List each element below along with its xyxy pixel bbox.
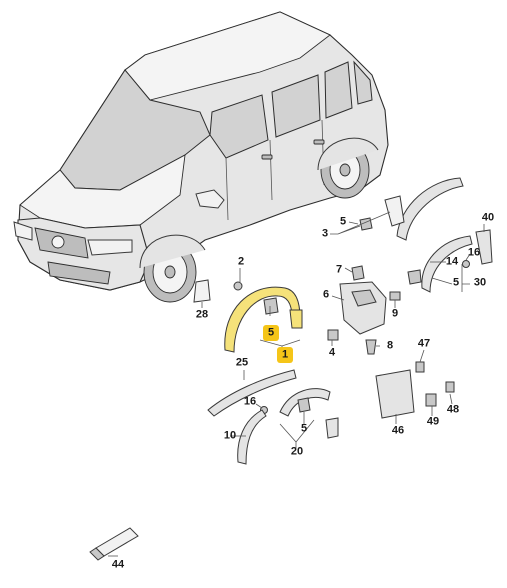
callout-1: 1: [281, 348, 289, 361]
callout-14: 14: [445, 255, 459, 268]
callout-9: 9: [391, 307, 399, 320]
callout-4: 4: [328, 346, 336, 359]
rear-lower-arch-trim: [279, 388, 331, 417]
clip-part: [297, 397, 311, 413]
callout-10: 10: [223, 429, 237, 442]
callout-20: 20: [290, 445, 304, 458]
clip-part: [263, 297, 279, 315]
callout-49: 49: [426, 415, 440, 428]
screw-part: [389, 291, 401, 301]
callout-30: 30: [473, 276, 487, 289]
highlight-badge: [263, 325, 279, 341]
vehicle-illustration: [13, 11, 389, 303]
callout-16: 16: [467, 246, 481, 259]
splash-shield-panel: [339, 281, 387, 335]
clip-part: [462, 260, 470, 268]
callout-3: 3: [321, 227, 329, 240]
callout-25: 25: [235, 356, 249, 369]
screw-part: [445, 381, 455, 393]
callout-5: 5: [452, 276, 460, 289]
callout-5: 5: [339, 215, 347, 228]
callout-5: 5: [267, 326, 275, 339]
lower-arch-trim: [237, 409, 267, 465]
mud-flap: [375, 369, 415, 419]
rear-arch-lower-trim: [421, 235, 473, 293]
callout-5: 5: [300, 422, 308, 435]
wheel-arch-trim-end: [289, 309, 303, 329]
highlight-badge: [277, 347, 293, 363]
callout-28: 28: [195, 308, 209, 321]
adhesive-tube: [95, 527, 139, 557]
rear-arch-trim: [396, 177, 464, 241]
callout-44: 44: [111, 558, 125, 571]
callout-47: 47: [417, 337, 431, 350]
clip-part: [233, 281, 243, 291]
trim-end-piece: [475, 229, 493, 265]
panel-detail: [351, 289, 377, 307]
callout-40: 40: [481, 211, 495, 224]
screw-part: [327, 329, 339, 341]
callout-6: 6: [322, 288, 330, 301]
clip-part: [425, 393, 437, 407]
sill-trim-strip: [207, 369, 297, 417]
screw-part: [415, 361, 425, 373]
callout-2: 2: [237, 255, 245, 268]
mudflap-bracket: [193, 279, 211, 303]
clip-part: [351, 265, 365, 281]
clip-part: [407, 269, 422, 285]
wheel-arch-trim-highlighted: [224, 286, 301, 353]
callout-48: 48: [446, 403, 460, 416]
bracket-part: [384, 195, 405, 227]
adhesive-tube-nozzle: [89, 547, 105, 561]
callout-8: 8: [386, 339, 394, 352]
arch-end-piece: [325, 417, 339, 439]
callout-7: 7: [335, 263, 343, 276]
callout-46: 46: [391, 424, 405, 437]
callout-16: 16: [243, 395, 257, 408]
clip-part: [365, 339, 377, 355]
